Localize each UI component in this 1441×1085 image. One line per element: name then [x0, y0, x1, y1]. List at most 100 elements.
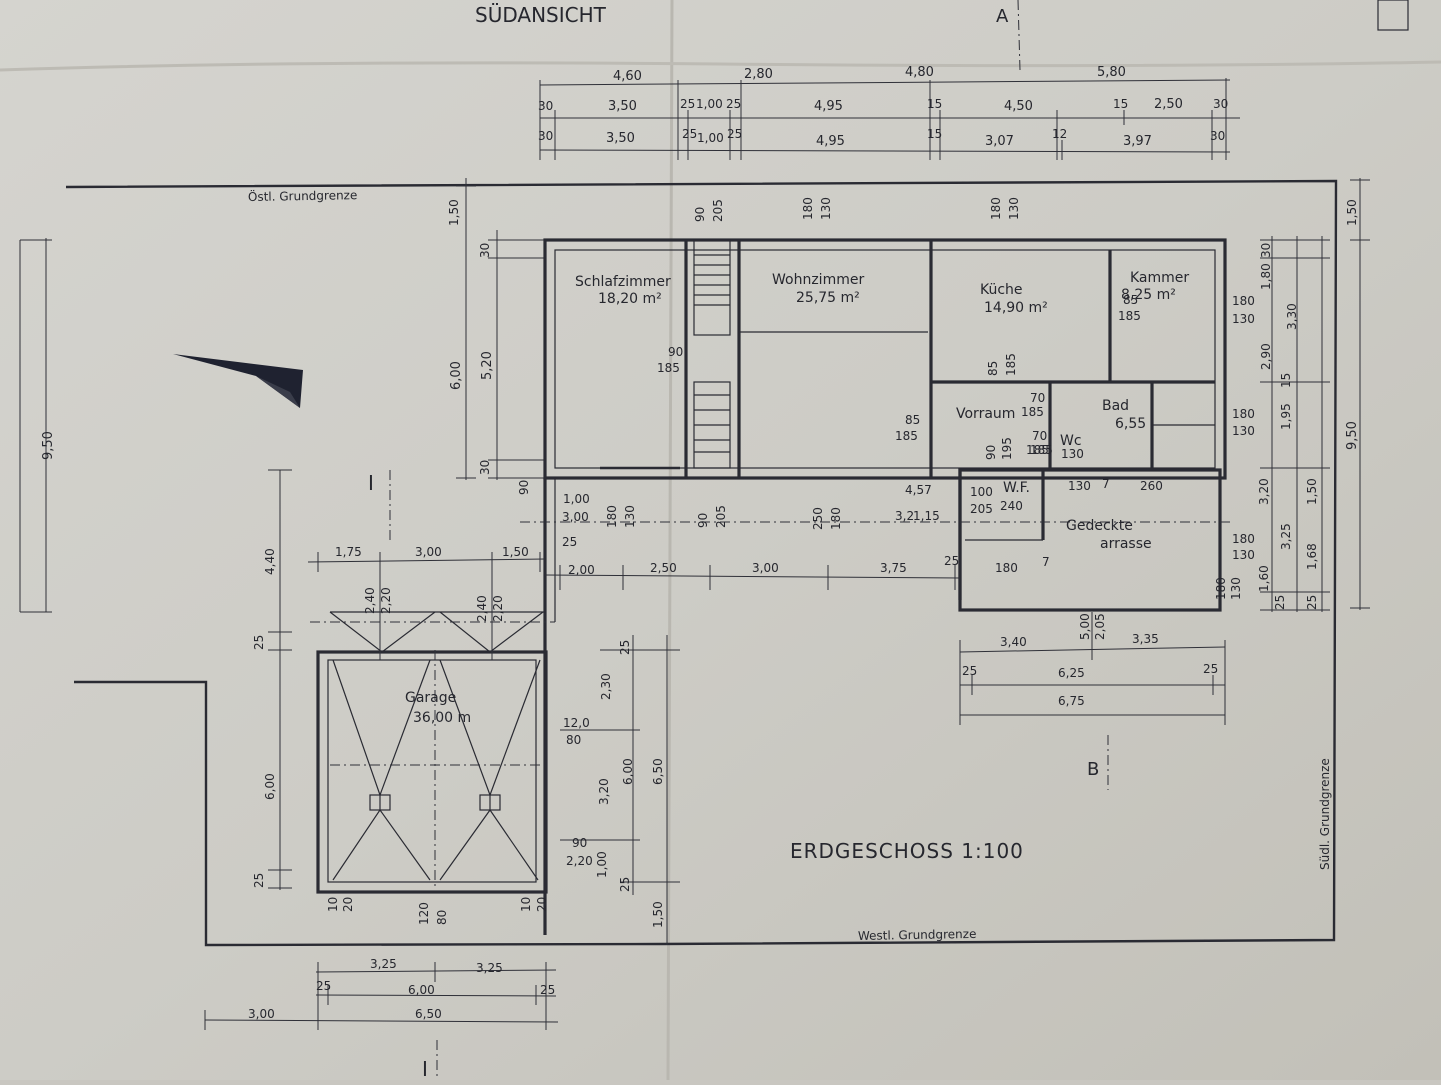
dim-gbot-2: 120 [417, 902, 431, 925]
dim-open-28: 250 [811, 507, 825, 530]
room-wohnzimmer-name: Wohnzimmer [772, 272, 864, 288]
section-a-line [1017, 0, 1021, 71]
dim-top3-4: 25 [727, 127, 742, 141]
room-wc-name: Wc [1060, 433, 1082, 449]
view-title: SÜDANSICHT [475, 3, 607, 27]
boundary-west-label: Westl. Grundgrenze [858, 927, 977, 943]
dim-open-14: 70 [1030, 391, 1045, 405]
dim-gleft-1: 25 [252, 873, 266, 888]
room-vorraum-dim: 185 [1021, 405, 1044, 419]
room-wohnzimmer-area: 25,75 m² [796, 290, 860, 306]
dim-open-39: 260 [1140, 479, 1163, 493]
dim-gbot-12: 6,50 [415, 1007, 442, 1021]
dim-right-4: 15 [1279, 373, 1293, 388]
right-dimension-lines [1260, 178, 1370, 612]
dim-gleft-0: 6,00 [263, 773, 277, 800]
dim-open-9: 185 [1118, 309, 1141, 323]
dim-open-18: 85 [905, 413, 920, 427]
dim-open-21: 195 [1000, 437, 1014, 460]
dim-open-7: 130 [1232, 312, 1255, 326]
dim-open-27: 130 [623, 505, 637, 528]
room-bad-name: Bad [1102, 398, 1129, 414]
dim-under-4: 2,50 [650, 561, 677, 575]
dim-gright-0: 25 [618, 640, 632, 655]
dim-top1-2: 4,80 [905, 65, 934, 80]
dim-open-22: 180 [1232, 407, 1255, 421]
dim-under-6: 3,75 [880, 561, 907, 575]
dim-gbot-7: 3,25 [476, 961, 503, 975]
dim-left-4: 6,00 [449, 361, 464, 390]
dim-gbot-1: 20 [341, 897, 355, 912]
corner-box [1377, 0, 1409, 31]
room-garage-area: 36,00 m [413, 710, 471, 726]
dim-gtop-6: 2,20 [491, 595, 505, 622]
dim-gright-4: 3,20 [597, 778, 611, 805]
dim-open-37: 130 [1068, 479, 1091, 493]
fold-crease-top [0, 60, 1441, 72]
dim-open-26: 180 [605, 505, 619, 528]
dim-open-8: 85 [1123, 293, 1138, 307]
dim-gtop-1: 3,00 [415, 545, 442, 559]
dim-gright-2: 12,0 [563, 716, 590, 730]
room-vorraum-name: Vorraum [956, 406, 1015, 422]
dim-open-36: 240 [1000, 499, 1023, 513]
dim-gright-10: 25 [618, 877, 632, 892]
plan-title: ERDGESCHOSS 1:100 [790, 839, 1024, 863]
dim-left-5: 30 [478, 460, 492, 475]
dim-top3-1: 3,50 [606, 131, 635, 146]
section-i-label-bottom: I [422, 1057, 428, 1080]
section-b-label: B [1087, 759, 1099, 780]
dim-under-11: 90 [517, 480, 531, 495]
dim-terr-1: 5,00 [1078, 613, 1092, 640]
dim-left-2: 30 [478, 243, 492, 258]
dim-gright-6: 6,50 [651, 758, 665, 785]
room-terrasse-line1: Gedeckte [1066, 518, 1133, 534]
dim-gtop-2: 1,50 [502, 545, 529, 559]
dim-open-40: 180 [995, 561, 1018, 575]
property-boundary [65, 179, 1338, 947]
dim-top3-2: 25 [682, 127, 697, 141]
dim-gtop-0: 1,75 [335, 545, 362, 559]
dim-gright-7: 90 [572, 836, 587, 850]
dim-right-0: 30 [1259, 243, 1273, 258]
dim-top3-6: 15 [927, 127, 942, 141]
dim-open-29: 180 [829, 507, 843, 530]
dim-right-7: 1,50 [1305, 478, 1319, 505]
dim-right-3: 2,90 [1259, 343, 1273, 370]
room-terrasse-line2: arrasse [1100, 536, 1152, 552]
dim-open-24: 180 [1232, 532, 1255, 546]
room-kammer-area: 8,25 m² [1121, 287, 1176, 303]
dim-gright-9: 1,00 [595, 851, 609, 878]
dim-under-1: 3,00 [562, 510, 589, 524]
dim-open-12: 85 [986, 361, 1000, 376]
dim-open-11: 185 [657, 361, 680, 375]
dim-gbot-10: 25 [540, 983, 555, 997]
dim-top2-6: 15 [927, 97, 942, 111]
dim-top3-9: 3,97 [1123, 134, 1152, 149]
dim-gbot-8: 25 [316, 979, 331, 993]
dim-top3-7: 3,07 [985, 134, 1014, 149]
dim-top2-10: 30 [1213, 97, 1228, 111]
dim-open-1: 205 [711, 199, 725, 222]
dim-right-1: 1,80 [1259, 263, 1273, 290]
dim-gtop-7: 4,40 [263, 548, 277, 575]
dim-gbot-0: 10 [326, 897, 340, 912]
dim-under-5: 3,00 [752, 561, 779, 575]
room-wf-name: W.F. [1003, 480, 1030, 496]
dim-top2-1: 3,50 [608, 99, 637, 114]
dim-under-7: 25 [944, 554, 959, 568]
dim-open-30: 90 [696, 513, 710, 528]
north-arrow-shade [256, 376, 300, 408]
dim-gtop-4: 2,20 [379, 587, 393, 614]
dim-gbot-11: 3,00 [248, 1007, 275, 1021]
dim-terr-7: 6,75 [1058, 694, 1085, 708]
dim-gbot-9: 6,00 [408, 983, 435, 997]
fold-crease-vertical [666, 0, 674, 1081]
boundary-east-label: Östl. Grundgrenze [248, 186, 358, 204]
dim-open-17: 185 [1026, 443, 1049, 457]
dim-open-25: 130 [1232, 548, 1255, 562]
dim-right-11: 9,50 [1345, 421, 1360, 450]
terrace-dimension-lines [959, 612, 1226, 725]
dim-open-10: 90 [668, 345, 683, 359]
dim-under-10: 1,15 [913, 509, 940, 523]
